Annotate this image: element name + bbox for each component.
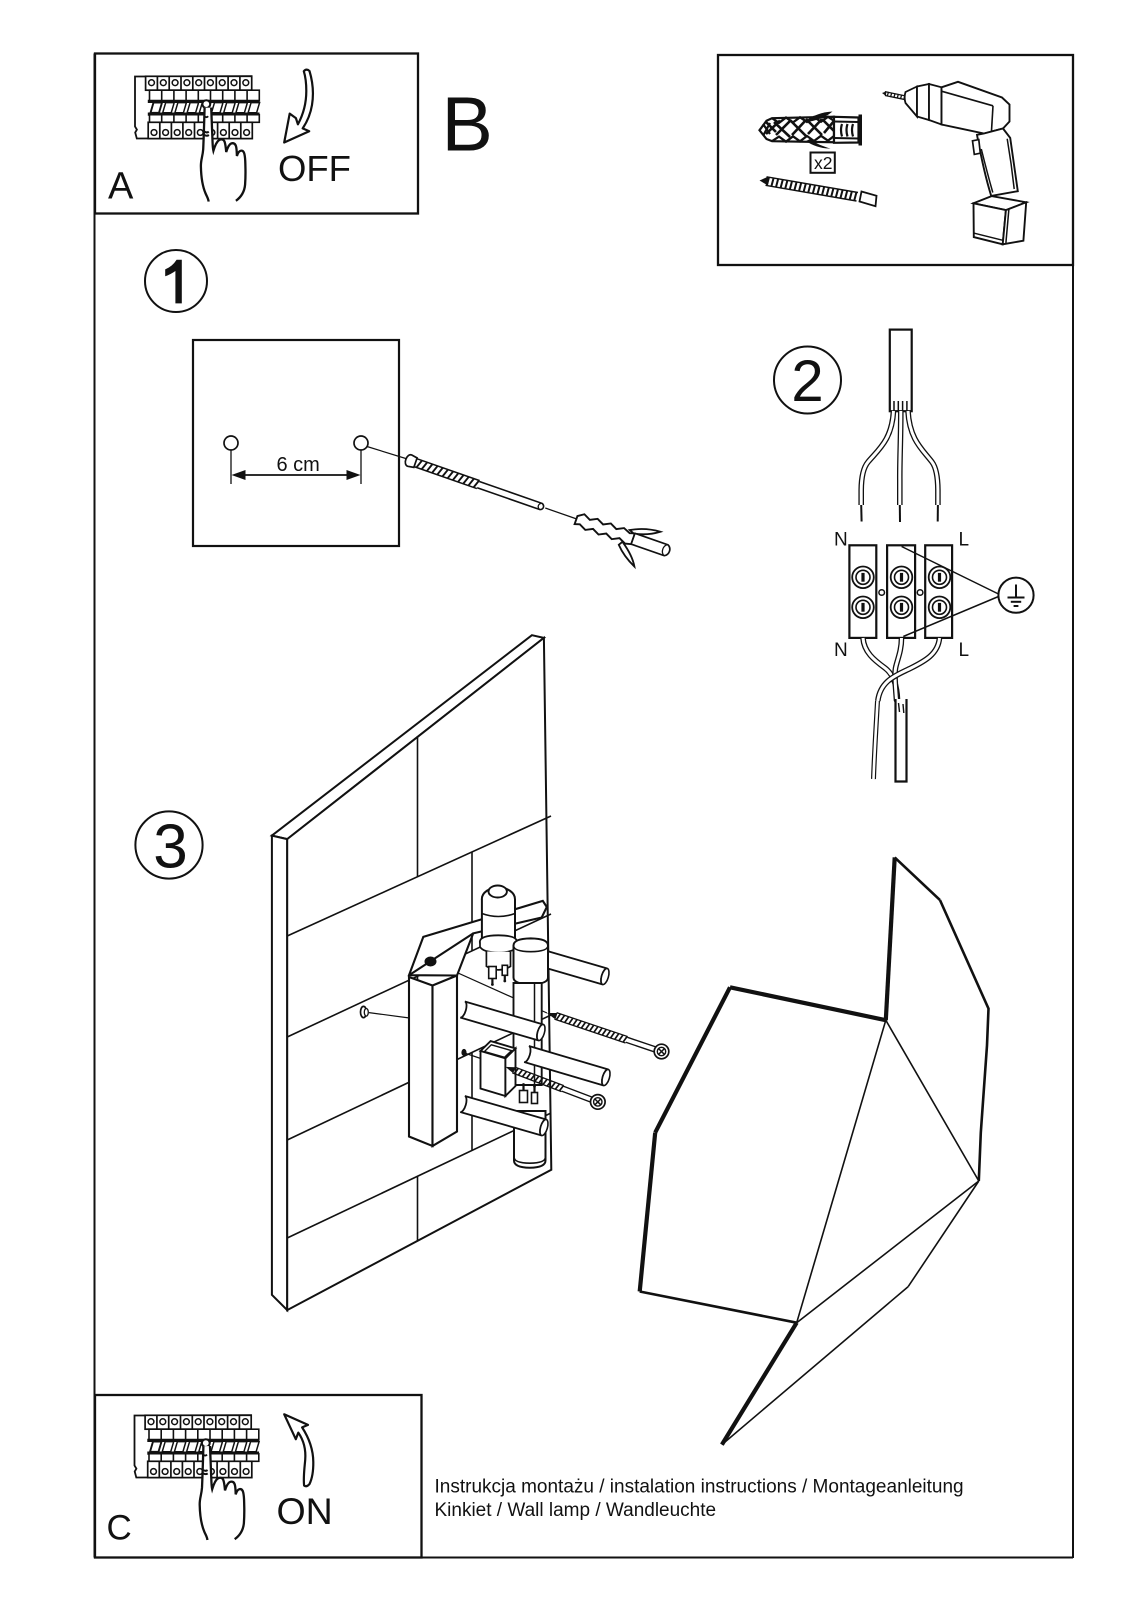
svg-text:N: N [834,530,848,551]
svg-text:x2: x2 [814,153,832,173]
svg-text:A: A [108,166,134,208]
svg-text:Kinkiet / Wall lamp / Wandleuc: Kinkiet / Wall lamp / Wandleuchte [435,1500,717,1521]
svg-text:3: 3 [153,813,187,882]
svg-text:L: L [959,530,970,551]
svg-text:C: C [107,1509,132,1548]
svg-text:6 cm: 6 cm [277,454,320,476]
svg-text:ON: ON [277,1490,333,1532]
svg-text:L: L [959,640,970,661]
svg-text:B: B [442,82,493,168]
svg-text:N: N [834,640,848,661]
svg-text:OFF: OFF [278,148,351,189]
svg-text:Instrukcja montażu / instalati: Instrukcja montażu / instalation instruc… [435,1477,964,1498]
svg-text:2: 2 [791,349,823,414]
